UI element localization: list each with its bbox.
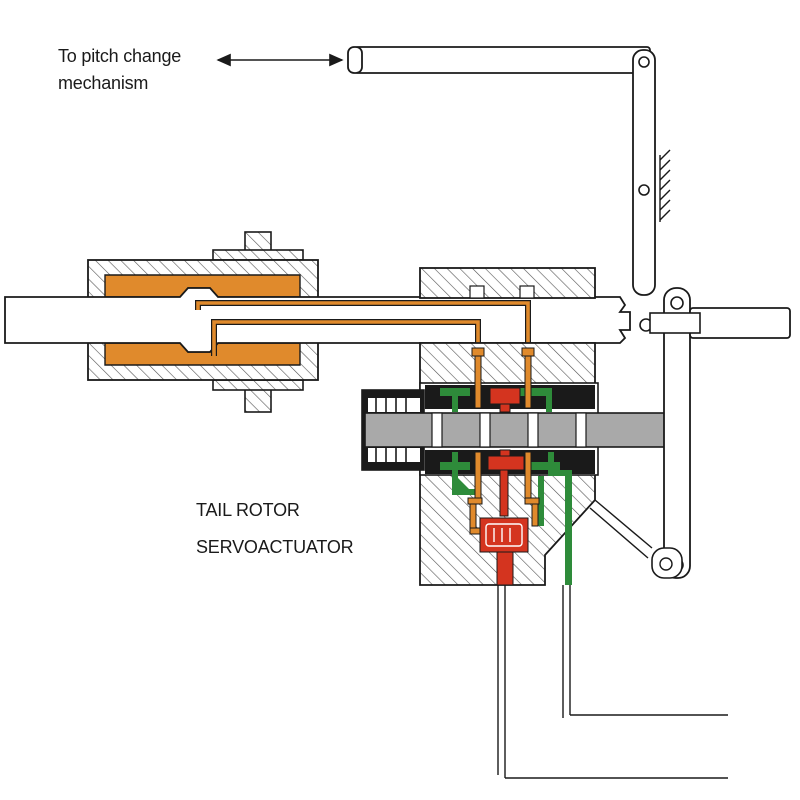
fluid-passage-orange-lower — [467, 347, 540, 535]
diagram-title-line1: TAIL ROTOR — [196, 500, 300, 520]
hatched-ground-icon — [659, 149, 671, 222]
bellcrank-arm — [632, 49, 656, 332]
valve-spool — [364, 412, 686, 448]
housing-outlet-lines — [497, 585, 728, 779]
pitch-change-label-line2: mechanism — [58, 73, 149, 93]
pitch-change-label-line1: To pitch change — [58, 46, 182, 66]
fluid-passage-orange — [195, 300, 531, 356]
pitch-change-rod — [347, 46, 651, 74]
input-rod — [649, 307, 791, 339]
fluid-passage-green — [440, 388, 572, 585]
check-valve — [485, 523, 523, 547]
diagram-title-line2: SERVOACTUATOR — [196, 537, 354, 557]
